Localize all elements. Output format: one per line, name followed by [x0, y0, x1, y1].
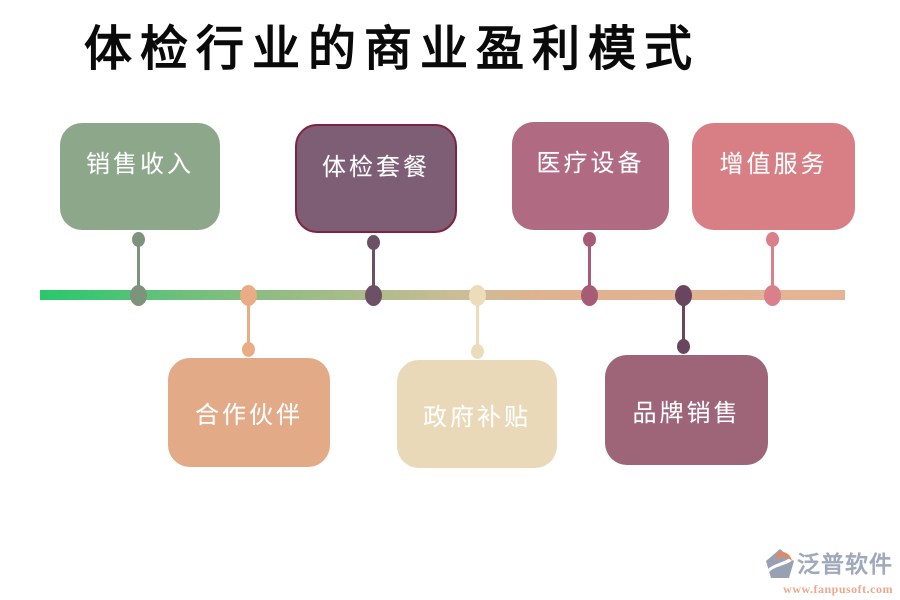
node-box: 品牌销售 [605, 355, 768, 465]
timeline-bar [40, 290, 845, 300]
connector-stem [246, 295, 250, 349]
brand-row: 泛普软件 [765, 548, 893, 580]
node-label: 合作伙伴 [195, 403, 303, 429]
node-box: 增值服务 [692, 123, 855, 230]
brand-name: 泛普软件 [797, 551, 893, 577]
timeline-dot [239, 284, 257, 306]
node-label: 政府补贴 [423, 404, 531, 431]
node-box: 政府补贴 [397, 360, 557, 468]
connector-dot-small [765, 231, 779, 247]
watermark: 泛普软件 www.fanpusoft.com [765, 548, 893, 597]
connector-stem [136, 239, 140, 295]
node-box: 医疗设备 [512, 122, 669, 230]
connector-stem [587, 239, 591, 295]
timeline-dot [763, 284, 781, 306]
timeline-dot [129, 284, 147, 306]
node-label: 销售收入 [86, 152, 194, 178]
connector-dot-small [676, 338, 690, 354]
connector-dot-small [131, 231, 145, 247]
connector-dot-small [582, 231, 596, 247]
timeline-dot [468, 284, 486, 306]
node-label: 品牌销售 [632, 400, 741, 427]
connector-dot-small [366, 234, 380, 250]
node-box: 体检套餐 [295, 124, 457, 233]
timeline-dot [580, 284, 598, 306]
node-label: 体检套餐 [322, 155, 430, 181]
timeline-dot [674, 284, 692, 306]
connector-stem [681, 295, 685, 346]
connector-dot-small [470, 343, 484, 359]
node-box: 销售收入 [60, 123, 220, 230]
fanpu-logo-icon [766, 549, 794, 578]
diagram-title: 体检行业的商业盈利模式 [84, 23, 701, 76]
brand-url: www.fanpusoft.com [783, 582, 893, 596]
connector-stem [371, 242, 375, 295]
connector-stem [475, 295, 479, 351]
connector-stem [770, 239, 774, 295]
node-box: 合作伙伴 [168, 358, 330, 467]
timeline-dot [364, 284, 382, 306]
connector-dot-small [241, 341, 255, 357]
node-label: 增值服务 [719, 152, 828, 178]
node-label: 医疗设备 [536, 151, 645, 177]
